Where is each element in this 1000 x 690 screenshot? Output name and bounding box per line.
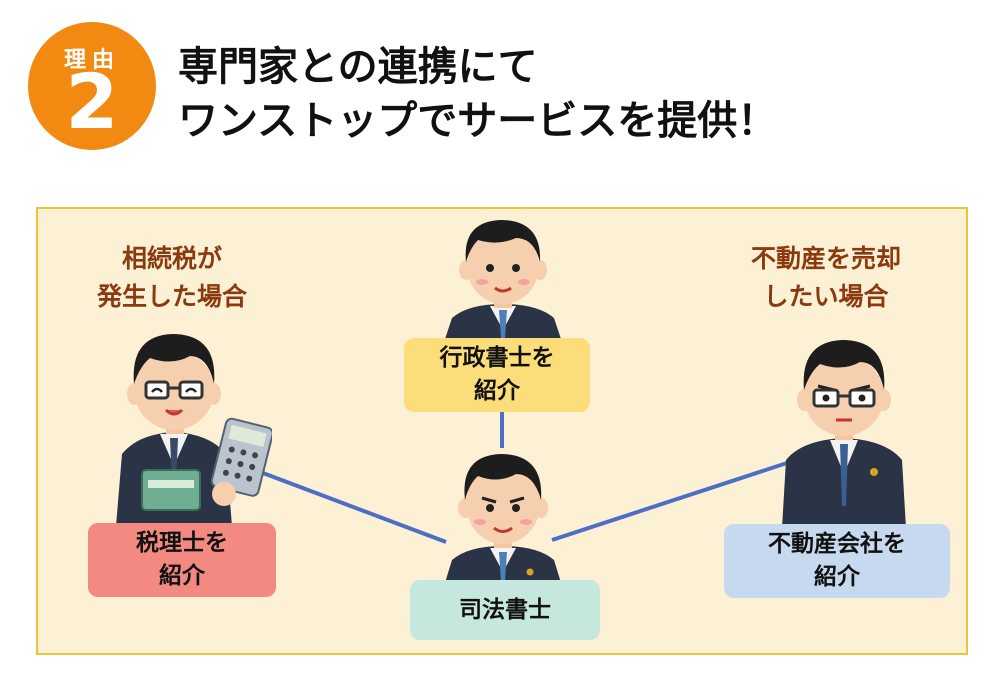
reason-number: 2 [65,57,119,146]
tax-accountant-box: 税理士を 紹介 [88,523,276,597]
headline: 専門家との連携にて ワンストップでサービスを提供！ [178,40,978,148]
judicial-scrivener-label: 司法書士 [459,596,551,623]
tax-accountant-illustration [116,334,272,526]
tax-accountant-label-2: 紹介 [159,563,205,589]
reason-label: 理由 [63,48,120,73]
real-estate-company-label-1: 不動産会社を [768,531,906,557]
connector-real-estate [551,460,791,542]
judicial-scrivener-box: 司法書士 [410,580,600,640]
case-property-sale: 不動産を売却 したい場合 [750,244,901,311]
administrative-scrivener-label-1: 行政書士を [439,345,555,371]
headline-line-2: ワンストップでサービスを提供！ [178,98,778,144]
case-inheritance-tax: 相続税が 発生した場合 [96,244,247,311]
real-estate-company-label-2: 紹介 [814,564,860,590]
real-estate-agent-illustration [782,340,906,528]
headline-line-1: 専門家との連携にて [178,44,538,90]
connector-tax-accountant [254,468,447,544]
tax-accountant-label-1: 税理士を [136,530,228,556]
real-estate-company-box: 不動産会社を 紹介 [724,524,950,598]
judicial-scrivener-illustration [444,454,562,586]
administrative-scrivener-label-2: 紹介 [474,378,520,404]
administrative-scrivener-box: 行政書士を 紹介 [404,338,590,412]
administrative-scrivener-illustration [444,220,562,342]
reason-badge: 理由 2 [28,22,156,150]
